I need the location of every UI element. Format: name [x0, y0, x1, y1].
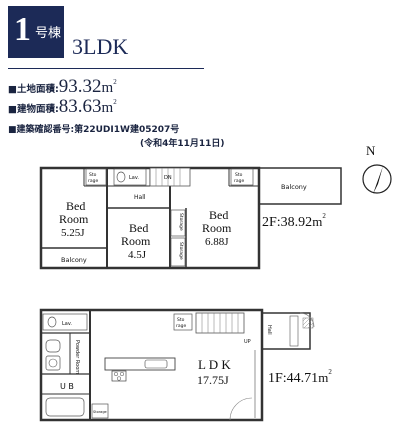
floor2-hall-label: Hall [134, 194, 146, 201]
storage-vertical-1 [170, 209, 186, 237]
floor-2-plan: Sto rage Lav. Hall DN Sto rage Storage S… [39, 166, 342, 270]
sink-icon [144, 359, 168, 369]
floor1-hall-label: Hall [266, 325, 272, 335]
door-swing [229, 397, 253, 421]
floor2-down-label: DN [164, 175, 172, 181]
floor1-area-unit-sup: 2 [328, 368, 332, 376]
storage-top-left-label-1: Sto [89, 172, 97, 178]
balcony-right-label: Balcony [281, 183, 307, 191]
floor1-storage-mid [173, 313, 193, 331]
building-area-unit-sup: 2 [113, 98, 117, 106]
floor1-lav-label: Lav. [62, 321, 72, 327]
compass-north-label: N [366, 143, 376, 158]
storage-vertical-2-label: Storage [178, 242, 184, 260]
unit-bath-label: U B [60, 382, 74, 391]
building-number-badge: 1 号棟 [8, 6, 64, 58]
bedroom-right-name: Bed [209, 208, 228, 222]
land-area-value: 93.32 [58, 76, 102, 97]
permit-number: ■建築確認番号:第22UDI1W建05207号 [8, 125, 180, 135]
floor1-storage-mid-label-2: rage [176, 323, 186, 329]
storage-vertical-1-label: Storage [178, 213, 184, 231]
floor-1-plan: Lav. Powder Room U B Storage Sto rage [39, 308, 315, 422]
storage-top-right [230, 168, 254, 186]
washing-machine-icon [45, 355, 61, 371]
shoe-cabinet [289, 315, 299, 347]
permit-date: (令和4年11月11日) [140, 139, 225, 149]
building-area-label: ■建物面積: [8, 104, 59, 115]
bedroom-left-name2: Room [59, 212, 89, 226]
bedroom-left-size: 5.25J [61, 227, 85, 239]
bedroom-right-name2: Room [202, 221, 232, 235]
floor1-storage-small [91, 403, 109, 419]
bedroom-left-name: Bed [66, 199, 85, 213]
compass-ring [362, 164, 392, 194]
storage-top-left-label-2: rage [88, 178, 98, 184]
entry-tile [302, 317, 314, 329]
compass-needle-icon [373, 166, 383, 194]
floor1-area-unit: m [318, 370, 329, 385]
compass: N [362, 143, 392, 194]
building-area-value: 83.63 [58, 96, 102, 117]
floor1-area: 1F:44.71m2 [268, 368, 332, 387]
floor1-storage-mid-label-1: Sto [177, 317, 185, 323]
land-area-unit: m [101, 80, 114, 96]
floor2-area-unit-sup: 2 [322, 212, 326, 220]
bedroom-mid-size: 4.5J [128, 249, 147, 261]
title-divider [8, 68, 204, 69]
floor1-stairs [195, 312, 245, 334]
storage-vertical-2 [170, 237, 186, 267]
building-suffix: 号棟 [35, 26, 62, 41]
floor2-area-unit: m [312, 214, 323, 229]
storage-top-right-label-2: rage [234, 178, 244, 184]
storage-top-right-label-1: Sto [235, 172, 243, 178]
powder-room-label: Powder Room [74, 340, 80, 374]
floor1-area-label: 1F:44.71 [268, 371, 319, 386]
land-area-unit-sup: 2 [113, 78, 117, 86]
ldk-label: L D K [198, 357, 231, 372]
bedroom-mid-name2: Room [121, 234, 151, 248]
land-area-label: ■土地面積: [8, 84, 59, 95]
building-area-unit: m [101, 100, 114, 116]
washbasin-icon [45, 339, 61, 353]
floor2-area: 2F:38.92m2 [262, 212, 326, 231]
floor2-stairs [149, 167, 191, 187]
building-area: ■建物面積:83.63m2 [8, 96, 117, 118]
floor2-lav-label: Lav. [129, 175, 139, 181]
stove-icon [111, 370, 127, 382]
floor2-area-label: 2F:38.92 [262, 215, 313, 230]
bedroom-right-size: 6.88J [205, 236, 229, 248]
toilet-icon [47, 316, 57, 328]
building-number: 1 [14, 11, 31, 48]
bathtub-icon [45, 397, 85, 417]
storage-top-left [85, 168, 107, 186]
balcony-left-label: Balcony [61, 256, 87, 264]
layout-type: 3LDK [72, 34, 129, 59]
floor1-storage-small-label: Storage [93, 410, 107, 414]
land-area: ■土地面積:93.32m2 [8, 76, 117, 98]
entry-door-swing [299, 312, 315, 328]
floor1-entrance-outline [261, 312, 311, 350]
ldk-size: 17.75J [197, 373, 229, 387]
floor1-up-label: UP [244, 339, 251, 345]
toilet-icon [116, 171, 126, 183]
bedroom-mid-name: Bed [129, 221, 148, 235]
floor1-outer-wall [39, 308, 264, 422]
